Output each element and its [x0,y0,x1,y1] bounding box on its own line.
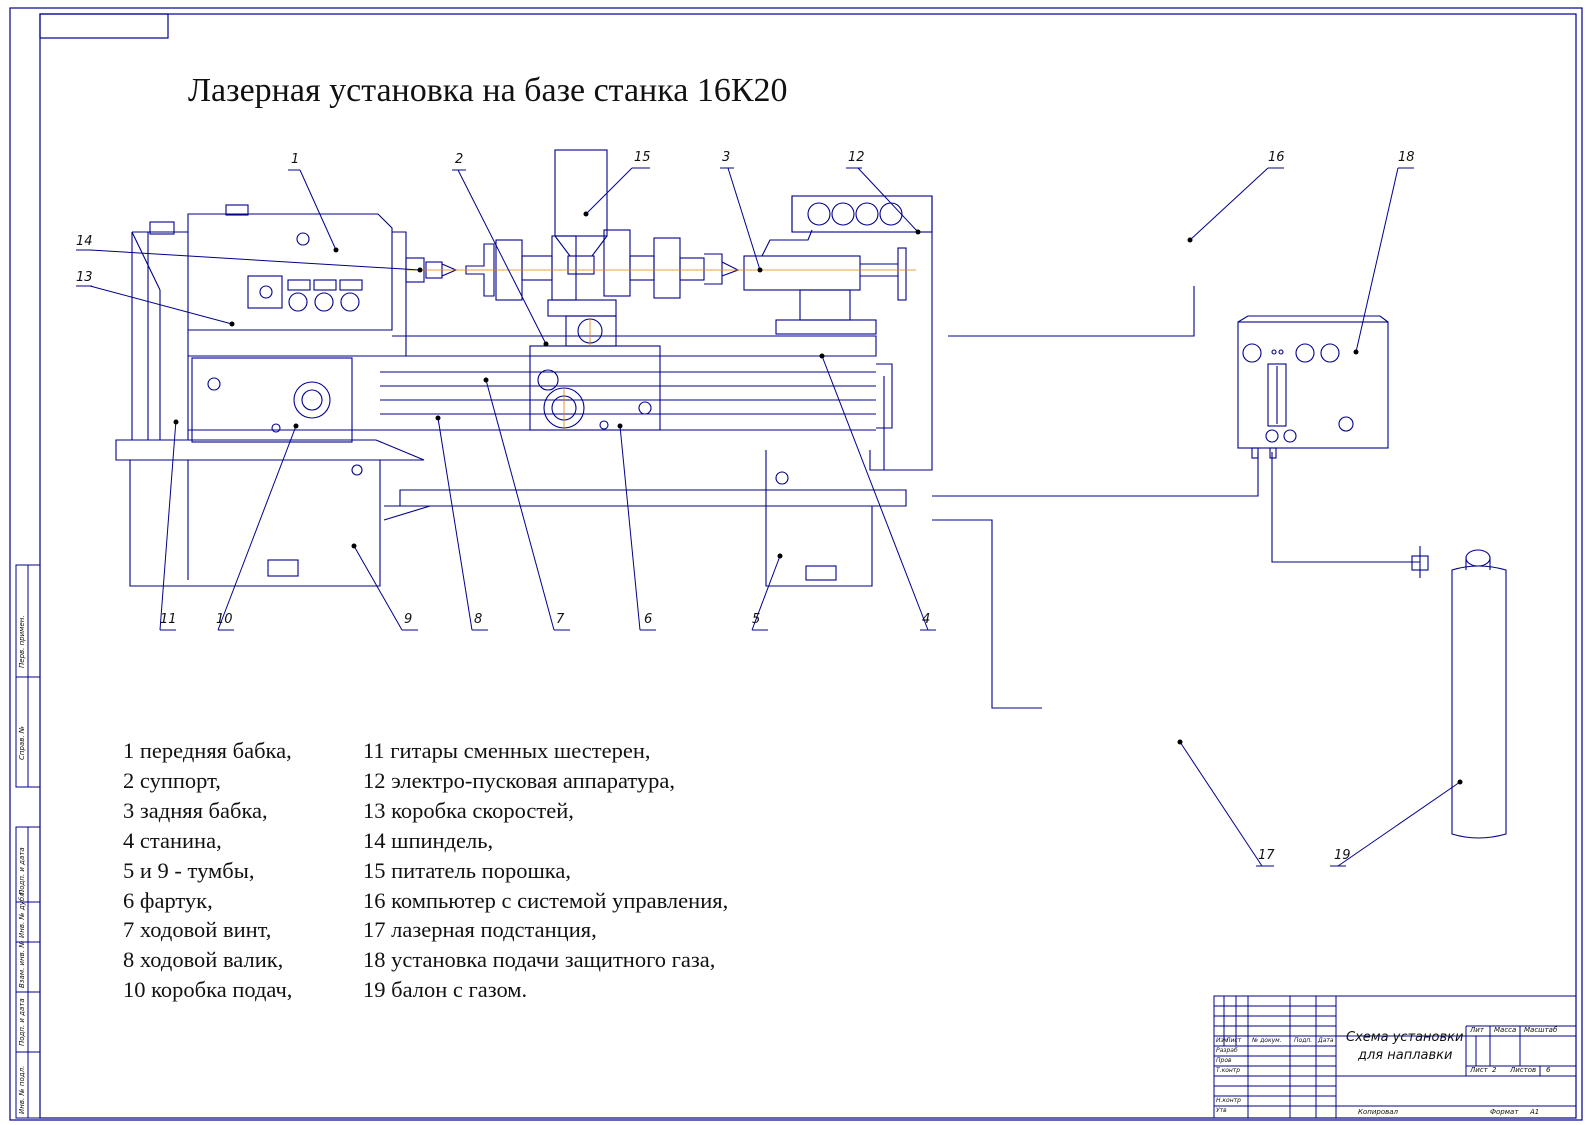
callout-1: 1 [291,152,300,167]
legend-row: 8 ходовой валик, 18 установка подачи защи… [123,945,728,975]
tb-razrab: Разраб [1216,1047,1238,1054]
side-label: Взам. инв. № [18,940,26,988]
legend-left: 6 фартук, [123,887,213,913]
tb-sheets: Листов [1510,1066,1537,1074]
side-stamp [15,564,41,1119]
callout-3: 3 [722,150,731,165]
legend-row: 10 коробка подач, 19 балон с газом. [123,975,728,1005]
legend-left: 10 коробка подач, [123,977,293,1003]
legend-left: 3 задняя бабка, [123,797,268,823]
drawing-name-line1: Схема установки [1346,1030,1464,1045]
side-label: Подп. и дата [18,998,26,1046]
callout-13: 13 [76,270,93,285]
legend-right: 15 питатель порошка, [363,857,571,883]
legend-right: 13 коробка скоростей, [363,797,574,823]
drawing-name-line2: для наплавки [1358,1048,1453,1063]
leader-lines [76,167,1461,867]
legend-right: 18 установка подачи защитного газа, [363,947,716,973]
tb-doc-no: № докум. [1252,1037,1282,1044]
callout-17: 17 [1258,848,1275,863]
legend-row: 6 фартук, 16 компьютер с системой управле… [123,886,728,916]
callout-10: 10 [216,612,233,627]
tb-copied: Копировал [1358,1108,1398,1116]
leader-dots [173,211,1463,785]
legend-row: 7 ходовой винт, 17 лазерная подстанция, [123,915,728,945]
tb-prov: Пров [1216,1057,1232,1064]
tb-nkontr: Н.контр [1216,1097,1241,1104]
side-label: Справ. № [18,725,26,760]
tb-format-val: А1 [1530,1108,1540,1116]
title-block-grid [1213,995,1577,1119]
tb-sheets-no: 6 [1546,1066,1551,1074]
legend-right: 19 балон с газом. [363,977,528,1003]
legend-row: 4 станина, 14 шпиндель, [123,826,728,856]
side-label: Инв. № подл. [18,1065,26,1114]
callout-6: 6 [644,612,653,627]
legend-left: 1 передняя бабка, [123,738,292,763]
parts-legend: 1 передняя бабка, 11 гитары сменных шесте… [123,736,728,1005]
legend-row: 5 и 9 - тумбы, 15 питатель порошка, [123,856,728,886]
callout-15: 15 [634,150,651,165]
legend-right: 17 лазерная подстанция, [363,917,597,943]
legend-left: 5 и 9 - тумбы, [123,857,255,883]
tb-format: Формат [1490,1108,1519,1116]
tb-sheet: Лист [1470,1066,1488,1074]
callout-5: 5 [752,612,761,627]
callout-8: 8 [474,612,483,627]
callout-14: 14 [76,234,93,249]
legend-left: 7 ходовой винт, [123,917,272,943]
tb-lit: Лит [1470,1026,1484,1034]
callout-16: 16 [1268,150,1285,165]
tb-izm: Изм [1216,1037,1229,1044]
drawing-title: Лазерная установка на базе станка 16К20 [188,72,788,109]
legend-right: 11 гитары сменных шестерен, [363,738,651,763]
callout-18: 18 [1398,150,1415,165]
legend-row: 3 задняя бабка, 13 коробка скоростей, [123,796,728,826]
legend-left: 2 суппорт, [123,767,221,793]
lathe-drawing [115,149,933,587]
tb-data: Дата [1318,1037,1334,1044]
gas-supply-unit [1237,315,1389,459]
callout-4: 4 [922,612,931,627]
callout-7: 7 [556,612,565,627]
tb-tkontr: Т.контр [1216,1067,1241,1074]
tb-podp: Подп. [1294,1037,1313,1044]
connection-lines [932,286,1420,709]
tb-mass: Масса [1494,1026,1517,1034]
tb-utv: Утв [1216,1107,1227,1114]
legend-row: 1 передняя бабка, 11 гитары сменных шесте… [123,736,728,766]
callout-19: 19 [1334,848,1351,863]
legend-right: 14 шпиндель, [363,827,494,853]
legend-left: 4 станина, [123,827,222,853]
callout-12: 12 [848,150,865,165]
tb-scale: Масштаб [1524,1026,1558,1034]
legend-left: 8 ходовой валик, [123,947,284,973]
tb-sheet-no: 2 [1492,1066,1497,1074]
legend-right: 16 компьютер с системой управления, [363,887,729,913]
side-label: Перв. примен. [18,615,26,668]
legend-right: 12 электро-пусковая аппаратура, [363,767,675,793]
side-label: Инв. № дубл. [18,890,26,938]
gas-cylinder [1411,546,1507,839]
callout-9: 9 [404,612,413,627]
callout-2: 2 [455,152,464,167]
legend-row: 2 суппорт, 12 электро-пусковая аппаратура… [123,766,728,796]
tb-list-col: Лист [1226,1037,1242,1044]
callout-11: 11 [160,612,177,627]
center-axis [406,269,916,430]
side-label: Подп. и дата [18,847,26,895]
